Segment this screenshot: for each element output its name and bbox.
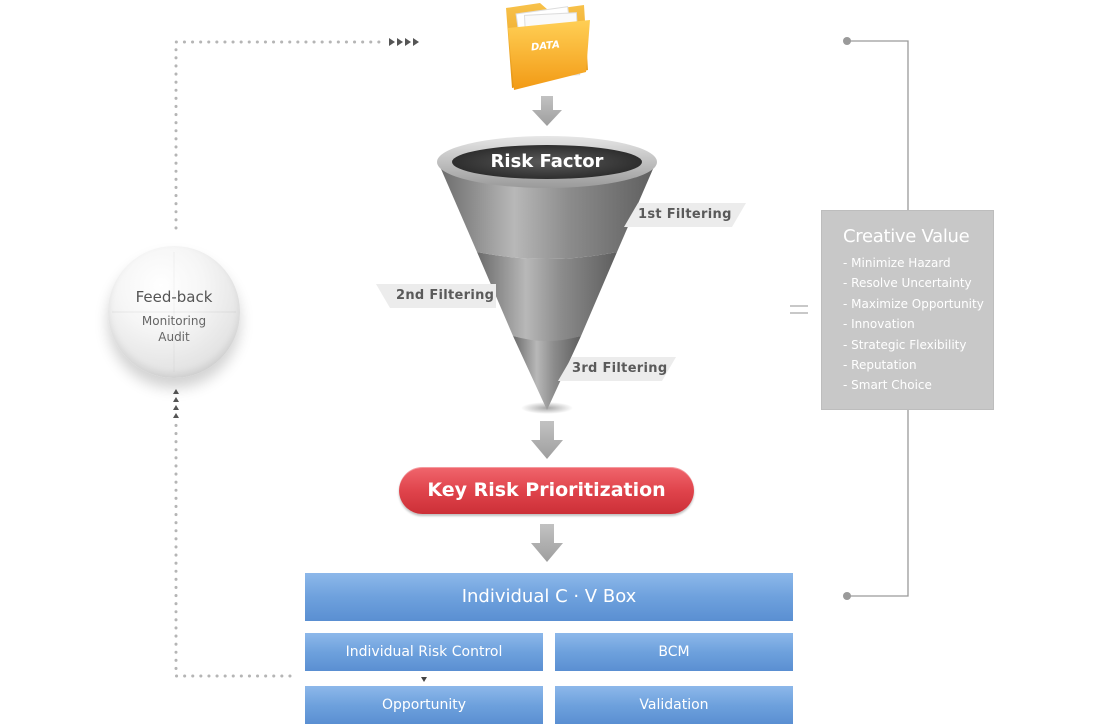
feedback-sphere: Feed-back Monitoring Audit	[108, 246, 240, 378]
arrow-down-2	[531, 421, 563, 459]
cell-validation: Validation	[555, 686, 793, 724]
feedback-item-monitoring: Monitoring	[141, 314, 207, 328]
equals-sign	[790, 305, 808, 314]
bracket-dot-bottom	[843, 592, 851, 600]
feedback-arrowheads-right	[389, 38, 419, 46]
cell-opportunity: Opportunity	[305, 686, 543, 724]
creative-value-item: - Smart Choice	[843, 378, 932, 393]
feedback-arrowheads-up	[173, 389, 179, 418]
arrow-down-3	[531, 524, 563, 562]
feedback-item-audit: Audit	[158, 330, 190, 344]
sphere-divider	[112, 252, 236, 372]
arrow-down-1	[532, 96, 562, 126]
creative-value-title: Creative Value	[843, 226, 970, 247]
feedback-loop-lines	[174, 40, 384, 678]
feedback-line-bottom	[174, 418, 292, 678]
feedback-title: Feed-back	[135, 288, 213, 306]
funnel-hole	[452, 145, 642, 179]
creative-value-item: - Resolve Uncertainty	[843, 276, 972, 291]
funnel-segment-1	[438, 162, 656, 259]
feedback-line-top	[174, 40, 384, 230]
creative-value-item: - Reputation	[843, 358, 917, 373]
creative-value-item: - Innovation	[843, 317, 915, 332]
funnel-segment-3	[513, 336, 581, 410]
opportunity-arrow	[421, 677, 427, 682]
creative-value-item: - Strategic Flexibility	[843, 337, 967, 352]
creative-value-item: - Maximize Opportunity	[843, 296, 984, 311]
creative-value-panel: Creative Value - Minimize Hazard - Resol…	[821, 210, 994, 410]
creative-value-item: - Minimize Hazard	[843, 256, 951, 270]
funnel-segment-2	[477, 252, 617, 341]
filter-tag-2: 2nd Filtering	[376, 284, 496, 308]
data-folder-icon	[506, 3, 590, 90]
key-risk-prioritization: Key Risk Prioritization	[399, 467, 694, 514]
filter-tag-1: 1st Filtering	[624, 203, 746, 227]
risk-funnel	[437, 136, 657, 414]
value-bracket	[848, 40, 909, 597]
individual-cv-box-title: Individual C · V Box	[305, 573, 793, 621]
funnel-title: Risk Factor	[490, 151, 604, 172]
filter-tag-3: 3rd Filtering	[558, 357, 676, 381]
cell-individual-risk-control: Individual Risk Control	[305, 633, 543, 671]
bracket-dot-top	[843, 37, 851, 45]
cell-bcm: BCM	[555, 633, 793, 671]
